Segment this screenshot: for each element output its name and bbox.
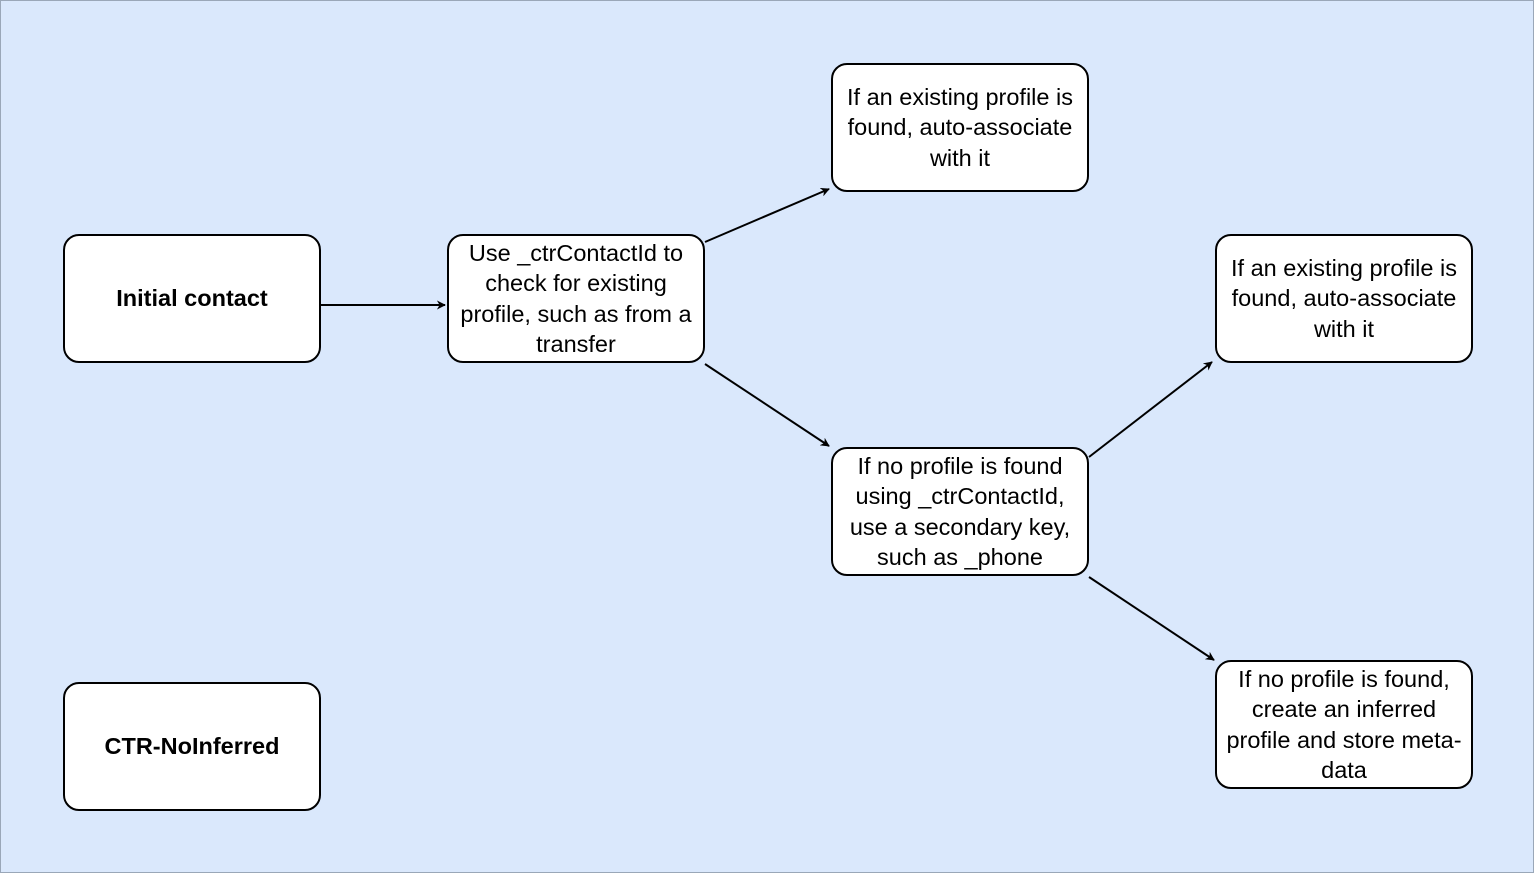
- check-existing-profile-node: Use _ctrContactId to check for existing …: [447, 234, 705, 363]
- existing-profile-found-secondary-node: If an existing profile is found, auto-as…: [1215, 234, 1473, 363]
- ctr-noinferred-node: CTR-NoInferred: [63, 682, 321, 811]
- ctr-noinferred-label: CTR-NoInferred: [104, 733, 280, 760]
- existing-profile-found-label: If an existing profile is found, auto-as…: [847, 83, 1073, 171]
- arrow-secondary-to-create: [1088, 576, 1215, 661]
- create-inferred-profile-node: If no profile is found, create an inferr…: [1215, 660, 1473, 789]
- initial-contact-node: Initial contact: [63, 234, 321, 363]
- create-inferred-profile-label: If no profile is found, create an inferr…: [1226, 665, 1462, 784]
- secondary-key-label: If no profile is found using _ctrContact…: [849, 452, 1071, 571]
- initial-contact-label: Initial contact: [116, 285, 268, 312]
- existing-profile-found-secondary-label: If an existing profile is found, auto-as…: [1231, 254, 1457, 342]
- arrow-check-to-secondary: [704, 363, 830, 447]
- arrow-check-to-found-primary: [704, 188, 830, 243]
- secondary-key-node: If no profile is found using _ctrContact…: [831, 447, 1089, 576]
- existing-profile-found-node: If an existing profile is found, auto-as…: [831, 63, 1089, 192]
- check-existing-profile-label: Use _ctrContactId to check for existing …: [460, 239, 692, 358]
- arrow-secondary-to-found-secondary: [1088, 361, 1213, 458]
